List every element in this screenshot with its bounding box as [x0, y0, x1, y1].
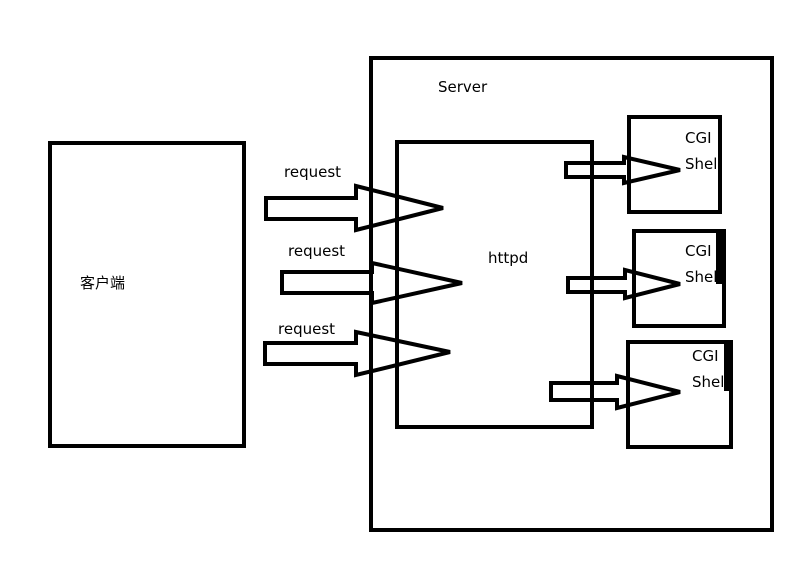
client-label: 客户端	[80, 274, 126, 292]
cgi-box	[626, 340, 733, 449]
cgi-arrow	[566, 267, 681, 301]
shell-label: Shel	[685, 155, 718, 173]
cgi-box	[632, 229, 726, 328]
client-box	[48, 141, 246, 448]
cgi-label: CGI	[692, 347, 719, 365]
httpd-box	[395, 140, 594, 429]
request-arrow	[263, 329, 451, 378]
cgi-arrow	[549, 373, 681, 411]
cgi-box-edge-mark	[716, 232, 722, 284]
cgi-arrow	[564, 154, 681, 186]
request-label: request	[288, 242, 346, 260]
request-arrow	[264, 183, 444, 233]
request-label: request	[284, 163, 342, 181]
cgi-label: CGI	[685, 242, 712, 260]
request-label: request	[278, 320, 336, 338]
shell-label: Shel	[692, 373, 725, 391]
request-arrow	[280, 260, 463, 306]
server-label: Server	[438, 78, 488, 96]
cgi-box	[627, 115, 722, 214]
cgi-label: CGI	[685, 129, 712, 147]
shell-label: Shel	[685, 268, 718, 286]
cgi-box-edge-mark	[724, 343, 730, 391]
httpd-label: httpd	[488, 249, 529, 267]
